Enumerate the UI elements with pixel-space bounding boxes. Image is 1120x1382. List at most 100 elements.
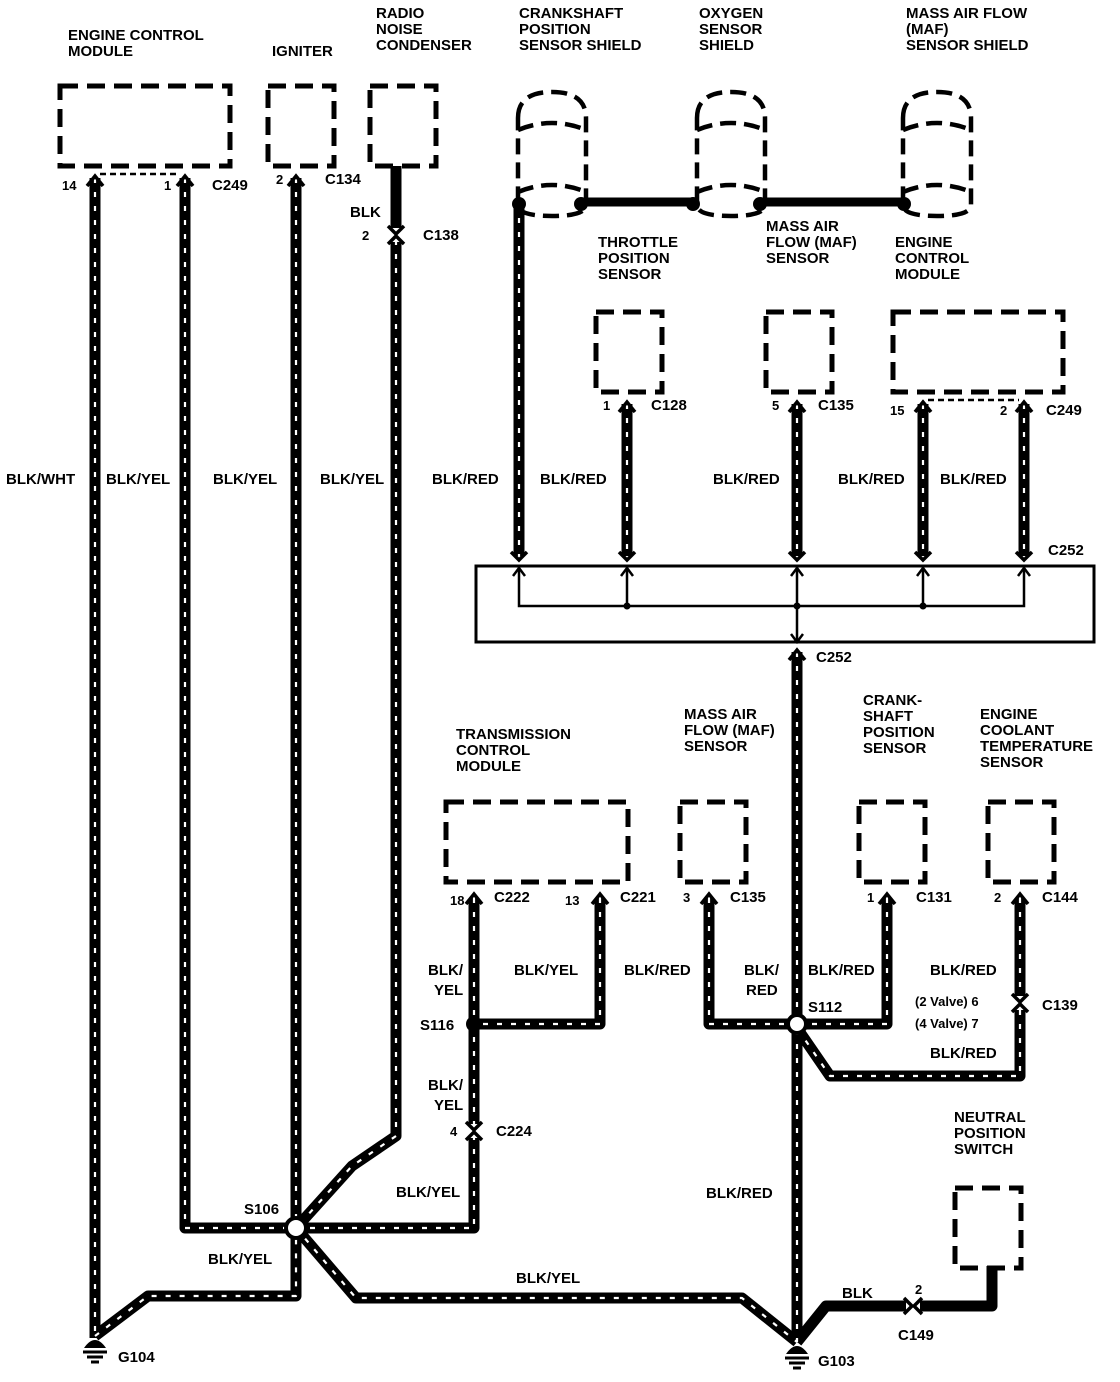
conn-c134: C134 [325,171,362,188]
wire-label-g103-blk-red: BLK/RED [706,1185,773,1202]
wire-label-ckp-blk-red: BLK/RED [808,962,875,979]
label-g103: G103 [818,1353,855,1370]
label-maf-shield: MASS AIR FLOW(MAF)SENSOR SHIELD [906,5,1029,54]
ecm-mid-box [890,309,1066,395]
terminal-chevrons [85,173,1034,906]
ckp-low-box [856,799,928,885]
wire-label-blk-yel-3: BLK/YEL [320,471,384,488]
wire-label-blk-wht: BLK/WHT [6,471,75,488]
pin-ecm2: 2 [1000,403,1007,418]
wire-label-trunk-blk: BLK/ [744,962,780,979]
wire-label-tcm-yel-a: YEL [434,982,463,999]
wire-stripes [93,178,1026,1343]
conn-c222: C222 [494,889,530,906]
pin-ign2: 2 [276,172,283,187]
wire-label-s106-blk-yel-l: BLK/YEL [208,1251,272,1268]
wire-label-c138-blk: BLK [350,204,381,221]
wire-label-blk-red-2: BLK/RED [540,471,607,488]
pin-tcm18: 18 [450,893,464,908]
conn-c144: C144 [1042,889,1079,906]
conn-c135-low: C135 [730,889,766,906]
ect-box [985,799,1057,885]
pin-c139-4valve: (4 Valve) 7 [915,1016,979,1031]
inline-connector-c224 [464,1120,484,1142]
nps-box [952,1185,1024,1271]
tcm-box [443,799,631,885]
wire-g104-link [91,1230,302,1341]
conn-c224: C224 [496,1123,533,1140]
conn-c252-out: C252 [816,649,852,666]
wire-label-tcm-blk-yel: BLK/YEL [514,962,578,979]
splice-s116 [466,1016,482,1032]
label-s116: S116 [420,1017,454,1034]
ckp-shield-shape [515,89,589,219]
wire-label-ect-blk-red: BLK/RED [930,962,997,979]
wire-label-blk-red-4: BLK/RED [838,471,905,488]
o2-shield-shape [694,89,768,219]
conn-c249-top: C249 [212,177,248,194]
pin-c139-2valve: (2 Valve) 6 [915,994,979,1009]
label-s112: S112 [808,999,842,1016]
inline-connector-c149 [902,1296,924,1316]
conn-c131: C131 [916,889,952,906]
maf-shield-shape [900,89,974,219]
wire-label-g-blk-yel: BLK/YEL [516,1270,580,1287]
wire-label-s106-blk-yel-r: BLK/YEL [396,1184,460,1201]
c252-internal-bus [512,565,1031,645]
conn-c138: C138 [423,227,459,244]
maf-low-box [677,799,749,885]
conn-c149: C149 [898,1327,934,1344]
ecm-top-box [57,83,233,169]
splice-s106 [284,1216,308,1240]
wire-tcm13 [474,898,606,1030]
pin-ect2: 2 [994,890,1001,905]
conn-c128: C128 [651,397,687,414]
wire-label-nps-blk: BLK [842,1285,873,1302]
pin-ckp1: 1 [867,890,874,905]
wire-label-blk-yel-2: BLK/YEL [213,471,277,488]
conn-c221: C221 [620,889,656,906]
wire-condenser [291,166,402,1232]
pin-c138-2: 2 [362,228,369,243]
wire-label-tcm-yel-b: YEL [434,1097,463,1114]
label-s106: S106 [244,1201,279,1218]
conn-c139: C139 [1042,997,1078,1014]
wire-label-ect-blk-red-2: BLK/RED [930,1045,997,1062]
pin-c224-4: 4 [450,1124,458,1139]
wire-maf3 [703,898,797,1030]
igniter-box [265,83,337,169]
ground-g103-icon [785,1346,809,1370]
inline-connector-c138 [386,224,406,246]
conn-c252-box: C252 [1048,542,1084,559]
wire-label-blk-red-1: BLK/RED [432,471,499,488]
pin-tcm13: 13 [565,893,579,908]
wire-label-tcm-blk-b: BLK/ [428,1077,464,1094]
conn-c249-mid: C249 [1046,402,1082,419]
wire-ecm1 [179,178,296,1234]
pin-ecm15: 15 [890,403,904,418]
inline-connector-c139 [1010,992,1030,1014]
tps-box [593,309,665,395]
pin-maf5: 5 [772,398,779,413]
wire-label-maf-blk-red: BLK/RED [624,962,691,979]
ground-g104-icon [83,1340,107,1364]
maf-mid-box [763,309,835,395]
wire-nps [792,1266,998,1346]
wire-label-blk-red-5: BLK/RED [940,471,1007,488]
radio-noise-condenser-box [367,83,439,169]
wire-label-blk-red-3: BLK/RED [713,471,780,488]
wire-label-blk-yel-1: BLK/YEL [106,471,170,488]
